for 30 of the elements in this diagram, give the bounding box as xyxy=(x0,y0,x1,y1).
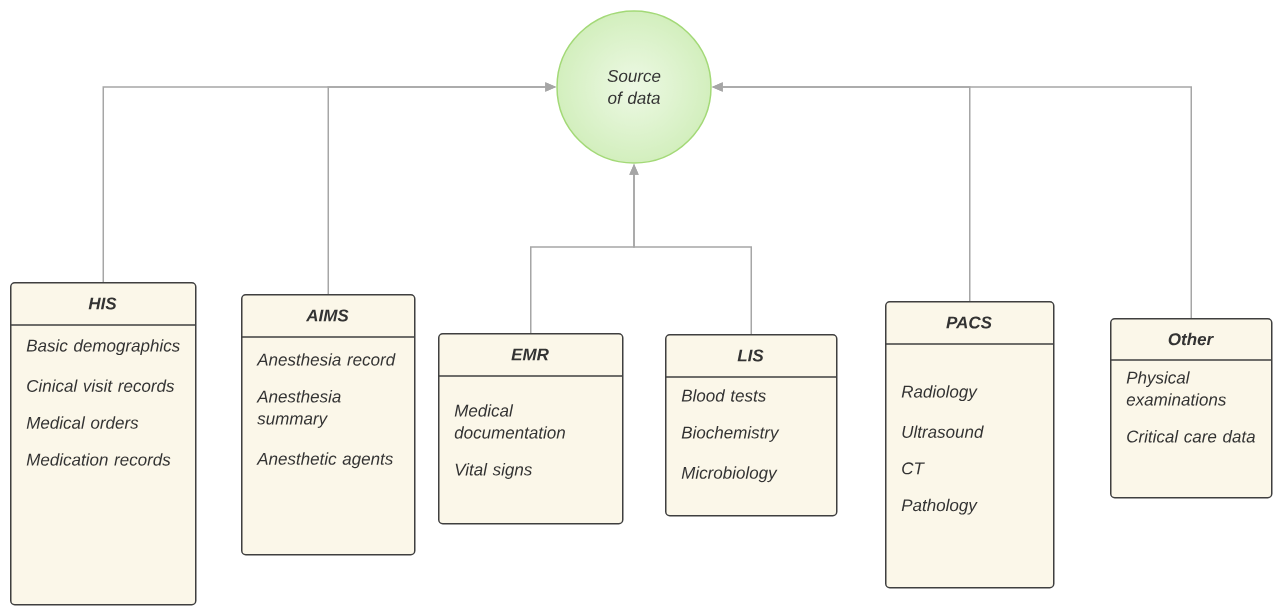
list-box xyxy=(9,282,197,606)
list-item: Biochemistry xyxy=(681,426,780,442)
box-heading: Other xyxy=(1168,332,1214,346)
list-item: Basic demographics xyxy=(26,339,180,356)
list-item: Ultrasound xyxy=(902,425,984,438)
list-item: Cinical visit records xyxy=(27,379,175,392)
list-item: Medication records xyxy=(26,453,171,466)
list-item: Medical orders xyxy=(26,416,139,429)
list-item: Anesthesia record xyxy=(256,353,396,366)
list-item: Blood tests xyxy=(681,389,766,402)
list-box xyxy=(1109,318,1273,499)
list-item: Physical examinations xyxy=(1126,371,1226,406)
box-heading: HIS xyxy=(88,297,117,310)
list-item: Vital signs xyxy=(455,463,532,479)
list-item: Medical documentation xyxy=(454,404,565,439)
list-item: CT xyxy=(902,462,925,475)
box-heading: AIMS xyxy=(305,309,349,322)
list-box xyxy=(664,334,838,517)
list-item: Critical care data xyxy=(1127,430,1256,443)
list-box xyxy=(240,294,416,556)
list-item: Anesthetic agents xyxy=(256,452,393,469)
list-box xyxy=(437,333,624,525)
list-item: Anesthesia summary xyxy=(256,390,341,428)
box-heading: PACS xyxy=(946,316,992,329)
list-box xyxy=(884,301,1055,589)
box-heading: LIS xyxy=(737,349,764,362)
list-item: Pathology xyxy=(901,498,978,515)
list-item: Microbiology xyxy=(681,466,778,483)
box-heading: EMR xyxy=(511,348,549,361)
list-item: Radiology xyxy=(901,385,978,402)
